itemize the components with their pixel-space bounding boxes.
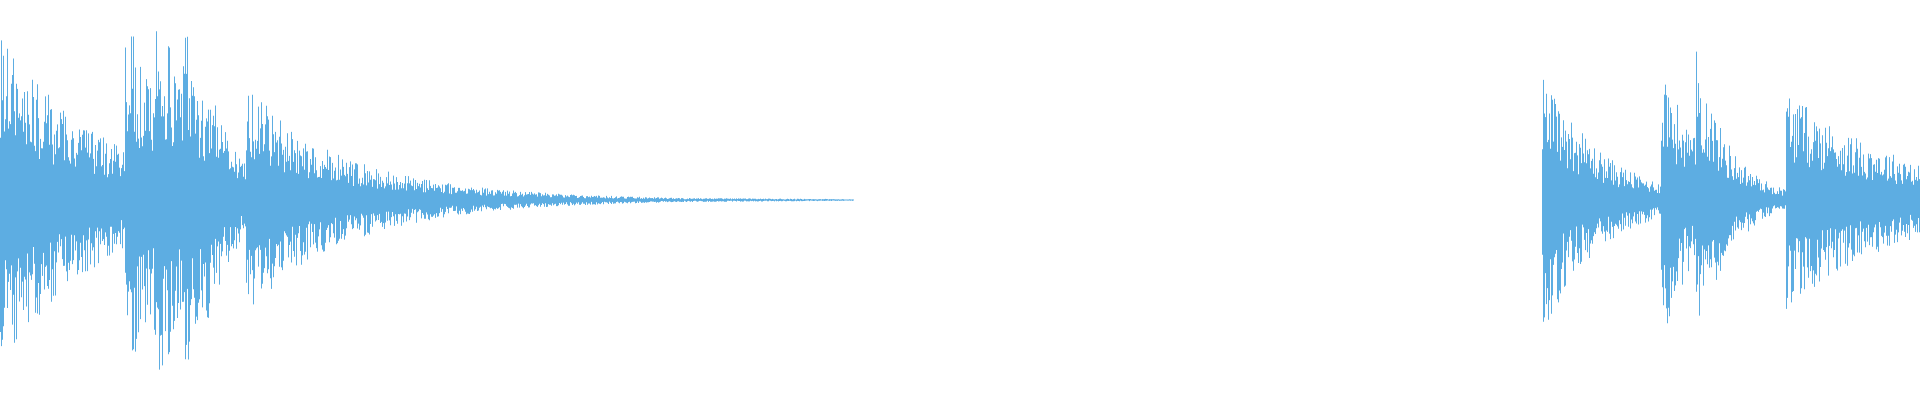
waveform-clips: [0, 31, 1920, 370]
waveform-clip-2[interactable]: [1542, 51, 1920, 324]
waveform-clip-1-samples: [0, 31, 854, 370]
waveform-clip-2-samples: [1542, 51, 1920, 324]
waveform-clip-1[interactable]: [0, 31, 854, 370]
